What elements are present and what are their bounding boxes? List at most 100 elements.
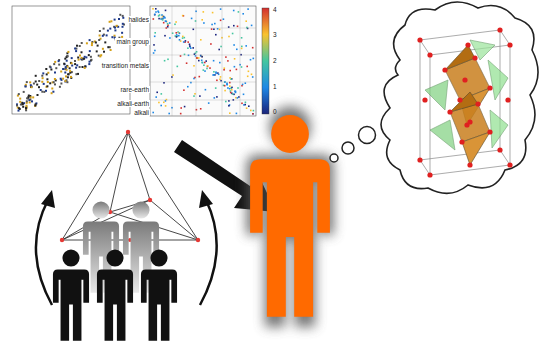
drawing-part xyxy=(75,73,77,75)
drawing-part xyxy=(241,103,243,105)
drawing-part xyxy=(122,26,124,28)
drawing-part xyxy=(54,72,56,74)
drawing-part xyxy=(49,82,51,84)
drawing-part xyxy=(507,162,512,167)
drawing-part xyxy=(155,11,157,13)
drawing-part xyxy=(35,81,37,83)
drawing-part xyxy=(22,106,24,108)
drawing-part xyxy=(26,100,28,102)
drawing-part xyxy=(182,36,184,38)
drawing-part xyxy=(220,8,222,10)
drawing-part xyxy=(91,44,93,46)
drawing-part xyxy=(29,81,31,83)
heatmap xyxy=(150,6,269,116)
drawing-part xyxy=(31,100,33,102)
drawing-part xyxy=(202,62,204,64)
drawing-part xyxy=(162,15,164,17)
drawing-part xyxy=(35,75,37,77)
drawing-part xyxy=(200,55,202,57)
drawing-part xyxy=(342,142,354,154)
drawing-part xyxy=(25,107,27,109)
drawing-part xyxy=(97,45,99,47)
drawing-part xyxy=(246,107,248,109)
drawing-part xyxy=(19,98,21,100)
drawing-part xyxy=(82,66,84,68)
drawing-part xyxy=(194,53,196,55)
drawing-part xyxy=(234,90,236,92)
drawing-part xyxy=(67,66,69,68)
colorbar-tick: 1 xyxy=(273,83,277,90)
drawing-part xyxy=(67,73,69,75)
drawing-part xyxy=(113,26,115,28)
drawing-part xyxy=(41,190,55,208)
drawing-part xyxy=(179,33,181,35)
row-label: main group xyxy=(115,38,150,45)
drawing-part xyxy=(52,91,54,93)
drawing-part xyxy=(187,86,189,88)
drawing-part xyxy=(25,85,27,87)
drawing-part xyxy=(34,105,36,107)
drawing-part xyxy=(60,238,64,242)
drawing-part xyxy=(165,20,167,22)
drawing-part xyxy=(169,22,171,24)
drawing-part xyxy=(212,12,214,14)
drawing-part xyxy=(162,19,164,21)
drawing-part xyxy=(114,19,116,21)
drawing-part xyxy=(49,66,51,68)
drawing-part xyxy=(163,22,165,24)
drawing-part xyxy=(201,19,203,21)
crystal-structure xyxy=(417,27,512,177)
drawing-part xyxy=(203,69,205,71)
drawing-part xyxy=(201,56,203,58)
drawing-part xyxy=(164,35,166,37)
drawing-part xyxy=(31,86,33,88)
drawing-part xyxy=(447,109,452,114)
drawing-part xyxy=(46,85,48,87)
drawing-part xyxy=(36,84,38,86)
drawing-part xyxy=(97,249,133,340)
drawing-part xyxy=(490,110,508,148)
drawing-part xyxy=(465,42,470,47)
drawing-part xyxy=(53,63,55,65)
drawing-part xyxy=(225,56,227,58)
drawing-part xyxy=(199,190,213,208)
drawing-part xyxy=(252,76,254,78)
drawing-part xyxy=(236,69,238,71)
drawing-part xyxy=(245,45,247,47)
drawing-part xyxy=(29,99,31,101)
drawing-part xyxy=(89,61,91,63)
drawing-part xyxy=(164,17,166,19)
drawing-part xyxy=(161,18,163,20)
drawing-part xyxy=(236,49,238,51)
drawing-part xyxy=(220,80,222,82)
drawing-part xyxy=(53,249,89,340)
drawing-part xyxy=(241,48,243,50)
drawing-part xyxy=(60,78,62,80)
drawing-part xyxy=(230,92,232,94)
drawing-part xyxy=(251,25,253,27)
drawing-part xyxy=(54,78,56,80)
colorbar-tick: 4 xyxy=(273,6,277,13)
drawing-part xyxy=(229,112,231,114)
drawing-part xyxy=(64,81,66,83)
drawing-part xyxy=(99,35,101,37)
drawing-part xyxy=(194,93,196,95)
drawing-part xyxy=(160,105,162,107)
drawing-part xyxy=(165,100,167,102)
drawing-part xyxy=(42,72,44,74)
drawing-part xyxy=(242,84,244,86)
drawing-part xyxy=(65,80,67,82)
drawing-part xyxy=(462,132,490,165)
drawing-part xyxy=(163,82,165,84)
drawing-part xyxy=(167,24,169,26)
drawing-part xyxy=(60,71,62,73)
drawing-part xyxy=(183,15,185,17)
drawing-part xyxy=(153,18,155,20)
drawing-part xyxy=(193,78,195,80)
drawing-part xyxy=(229,104,231,106)
drawing-part xyxy=(219,79,221,81)
drawing-part xyxy=(84,67,86,69)
drawing-part xyxy=(178,35,180,37)
drawing-part xyxy=(55,67,57,69)
drawing-part xyxy=(41,81,43,83)
